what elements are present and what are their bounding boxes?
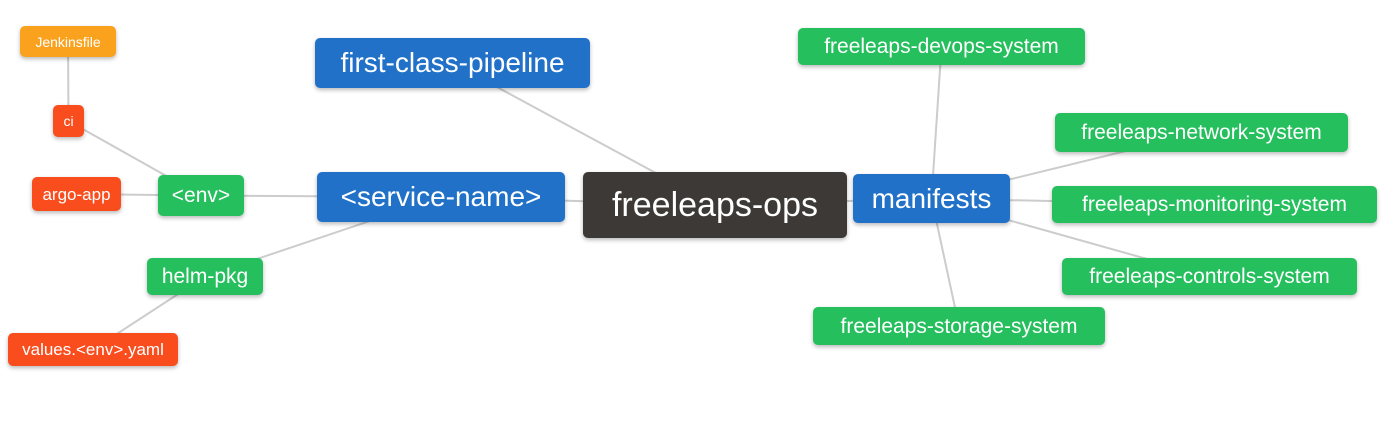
node-argo-app[interactable]: argo-app — [32, 177, 121, 211]
node-manifests[interactable]: manifests — [853, 174, 1010, 223]
node-first-class-pipeline[interactable]: first-class-pipeline — [315, 38, 590, 88]
node-values-env-yaml[interactable]: values.<env>.yaml — [8, 333, 178, 366]
node-helm-pkg[interactable]: helm-pkg — [147, 258, 263, 295]
node-freeleaps-storage-system[interactable]: freeleaps-storage-system — [813, 307, 1105, 345]
edge-manifests-devops-system — [930, 46, 943, 199]
node-ci[interactable]: ci — [53, 105, 84, 137]
node-freeleaps-devops-system[interactable]: freeleaps-devops-system — [798, 28, 1085, 65]
node-service-name[interactable]: <service-name> — [317, 172, 565, 222]
node-freeleaps-monitoring-system[interactable]: freeleaps-monitoring-system — [1052, 186, 1377, 223]
node-freeleaps-controls-system[interactable]: freeleaps-controls-system — [1062, 258, 1357, 295]
node-env[interactable]: <env> — [158, 175, 244, 216]
node-freeleaps-network-system[interactable]: freeleaps-network-system — [1055, 113, 1348, 152]
node-freeleaps-ops[interactable]: freeleaps-ops — [583, 172, 847, 238]
node-jenkinsfile[interactable]: Jenkinsfile — [20, 26, 116, 57]
